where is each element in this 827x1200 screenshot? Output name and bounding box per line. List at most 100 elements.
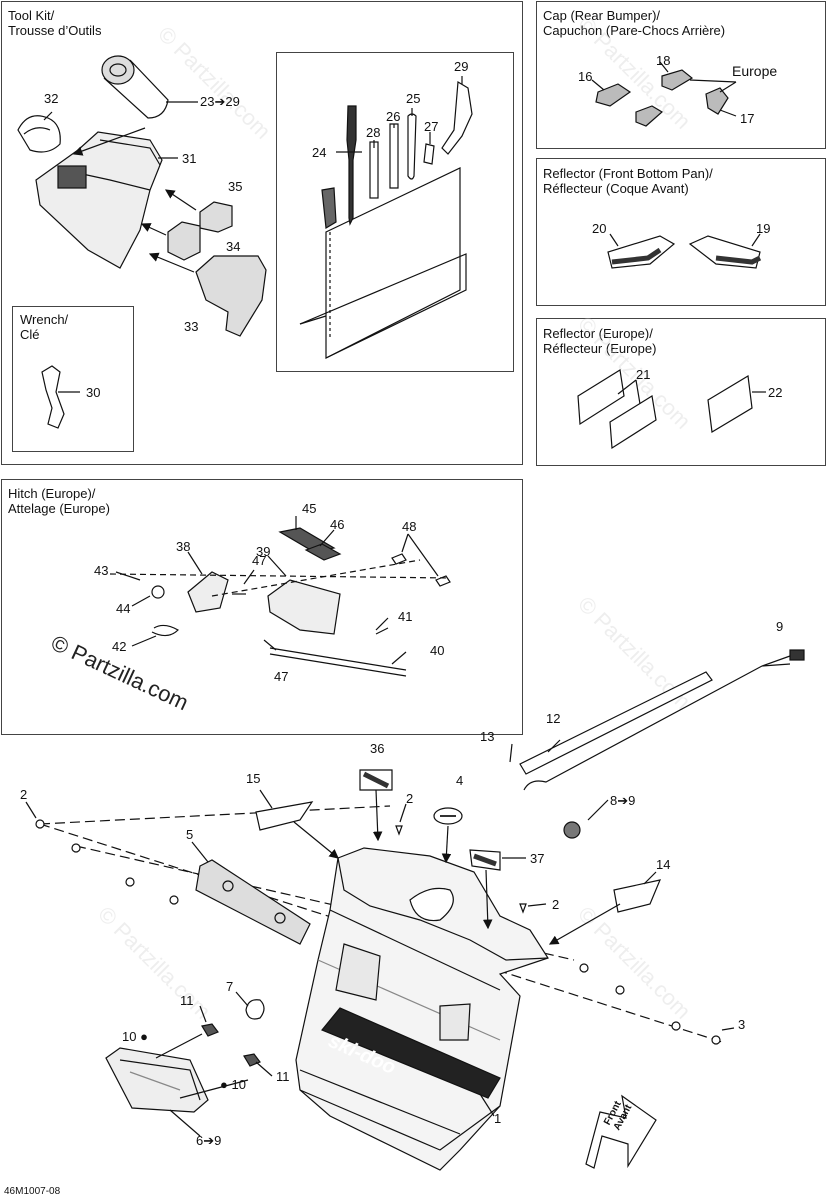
callout-7: 7 xyxy=(226,979,234,994)
hitch-title: Hitch (Europe)/Attelage (Europe) xyxy=(8,486,110,516)
tool-kit-box xyxy=(1,1,523,465)
tool-roll xyxy=(101,55,169,119)
rail-12 xyxy=(519,671,713,775)
strap-32 xyxy=(17,115,61,153)
bulb-7 xyxy=(245,999,265,1020)
cap-box xyxy=(536,1,826,149)
callout-21: 21 xyxy=(636,367,651,382)
callout-31: 31 xyxy=(182,151,197,166)
reflector-europe-box xyxy=(536,318,826,466)
callout-10-bottom: ● 10 xyxy=(220,1077,246,1092)
wrench-box xyxy=(12,306,134,452)
callout-6-9: 6➔9 xyxy=(196,1133,222,1148)
bumper-1 xyxy=(295,847,549,1171)
callout-5: 5 xyxy=(186,827,194,842)
decal-14 xyxy=(613,879,661,913)
block-35 xyxy=(199,201,233,233)
callout-38: 38 xyxy=(176,539,191,554)
wrench-26 xyxy=(389,123,399,189)
reflector-front-title: Reflector (Front Bottom Pan)/Réflecteur … xyxy=(543,166,713,196)
reflector-22 xyxy=(707,375,753,433)
callout-10-top: 10 ● xyxy=(122,1029,148,1044)
callout-41: 41 xyxy=(398,609,413,624)
hitch-box xyxy=(1,479,523,735)
tool-box-31 xyxy=(35,131,163,269)
callout-24: 24 xyxy=(312,145,327,160)
callout-25: 25 xyxy=(406,91,421,106)
callout-34: 34 xyxy=(226,239,241,254)
callout-44: 44 xyxy=(116,601,131,616)
callout-35: 35 xyxy=(228,179,243,194)
callout-2-right: 2 xyxy=(552,897,560,912)
callout-48: 48 xyxy=(402,519,417,534)
cap-16 xyxy=(595,83,632,107)
callout-43: 43 xyxy=(94,563,109,578)
front-arrow xyxy=(585,1094,657,1169)
cap-title: Cap (Rear Bumper)/Capuchon (Pare-Chocs A… xyxy=(543,8,726,38)
europe-label: Europe xyxy=(732,63,778,79)
callout-42: 42 xyxy=(112,639,127,654)
callout-30: 30 xyxy=(86,385,101,400)
callout-40: 40 xyxy=(430,643,445,658)
droplet-icon: ● xyxy=(220,1077,232,1092)
callout-26: 26 xyxy=(386,109,401,124)
callout-47-bottom: 47 xyxy=(274,669,289,684)
cap-18 xyxy=(661,69,694,91)
callout-27: 27 xyxy=(424,119,439,134)
callout-45: 45 xyxy=(302,501,317,516)
callout-20: 20 xyxy=(592,221,607,236)
callout-4: 4 xyxy=(456,773,464,788)
callout-22: 22 xyxy=(768,385,783,400)
wrench-25 xyxy=(407,113,417,180)
tool-kit-title: Tool Kit/Trousse d’Outils xyxy=(8,8,102,38)
callout-1: 1 xyxy=(494,1111,502,1126)
callout-12: 12 xyxy=(546,711,561,726)
callout-37: 37 xyxy=(530,851,545,866)
callout-39: 39 xyxy=(256,544,271,559)
callout-11-bottom: 11 xyxy=(276,1069,290,1084)
callout-18: 18 xyxy=(656,53,671,68)
hitch-38 xyxy=(187,571,229,613)
callout-2-mid: 2 xyxy=(406,791,414,806)
callout-19: 19 xyxy=(756,221,771,236)
tool-28 xyxy=(369,141,379,199)
callout-15: 15 xyxy=(246,771,261,786)
callout-17: 17 xyxy=(740,111,755,126)
drawing-code: 46M1007-08 xyxy=(4,1186,61,1197)
hitch-39 xyxy=(267,579,341,635)
callout-47-top: 47 xyxy=(252,553,267,568)
decal-15 xyxy=(255,801,314,831)
callout-33: 33 xyxy=(184,319,199,334)
pin-42 xyxy=(151,624,179,637)
bracket-5 xyxy=(195,859,311,945)
plate-46 xyxy=(304,543,342,561)
tool-27 xyxy=(423,143,435,165)
callout-2-left: 2 xyxy=(20,787,28,802)
reflector-europe-title: Reflector (Europe)/Réflecteur (Europe) xyxy=(543,326,657,356)
callout-8-9: 8➔9 xyxy=(610,793,636,808)
callout-9: 9 xyxy=(776,619,784,634)
taillight-6 xyxy=(105,1047,209,1113)
reflector-21a xyxy=(577,369,625,426)
harness-9 xyxy=(523,655,791,791)
callout-28: 28 xyxy=(366,125,381,140)
tool-29 xyxy=(441,80,473,155)
block-33 xyxy=(195,255,267,337)
callout-14: 14 xyxy=(656,857,671,872)
spark-plug xyxy=(321,187,337,229)
callout-16: 16 xyxy=(578,69,593,84)
screwdriver-24 xyxy=(346,105,357,226)
callout-13: 13 xyxy=(480,729,495,744)
reflector-21b xyxy=(609,395,657,450)
wrench-30 xyxy=(41,365,65,429)
cap-17 xyxy=(705,87,729,115)
callout-36: 36 xyxy=(370,741,385,756)
callout-11-top: 11 xyxy=(180,993,194,1008)
callout-29: 29 xyxy=(454,59,469,74)
tool-panel xyxy=(299,167,467,359)
reflector-front-box xyxy=(536,158,826,306)
block-34 xyxy=(167,221,201,261)
callout-32: 32 xyxy=(44,91,59,106)
callout-46: 46 xyxy=(330,517,345,532)
